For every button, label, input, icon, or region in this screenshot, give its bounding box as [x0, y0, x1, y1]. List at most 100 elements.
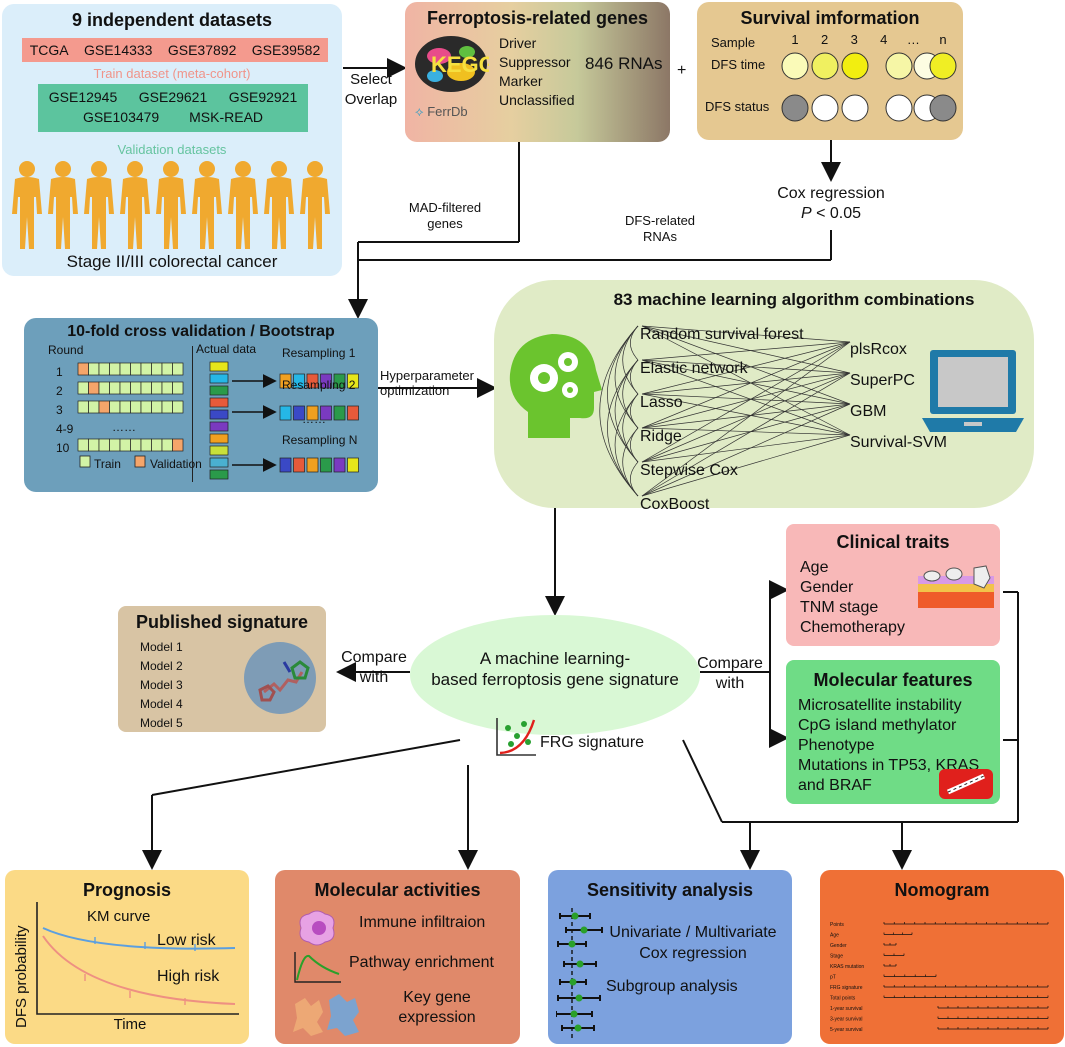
actual-data-cell: [209, 373, 229, 384]
dfs-status-circle: [811, 94, 839, 122]
molecule-icon: [244, 642, 316, 714]
kegg-logo-text: KEGG: [431, 52, 489, 77]
validation-fold: [98, 400, 110, 414]
km-curve-label: KM curve: [87, 908, 151, 925]
nomogram-row-label: Age: [830, 933, 839, 939]
nomogram-row-label: Gender: [830, 943, 847, 949]
dfs-time-circle: [811, 52, 839, 80]
patients-illustration: [12, 161, 330, 249]
nomogram-row-label: 1-year survival: [830, 1006, 863, 1012]
signature-title: A machine learning- based ferroptosis ge…: [431, 649, 679, 689]
prognosis-title: Prognosis: [82, 880, 171, 900]
actual-data-cell: [209, 433, 229, 444]
actual-data-cell: [209, 409, 229, 420]
train-fold: [88, 362, 100, 376]
key-gene-expression-label: Key gene expression: [398, 989, 476, 1026]
train-fold: [98, 381, 110, 395]
actual-data-cell: [209, 385, 229, 396]
train-fold: [119, 438, 131, 452]
immune-infiltration-label: Immune infiltraion: [359, 914, 486, 931]
validation-legend-label: Validation: [150, 457, 202, 471]
dfs-related-label: DFS-related RNAs: [624, 213, 696, 244]
right-algorithm-list: plsRcox SuperPC GBM Survival-SVM: [850, 334, 947, 458]
low-risk-curve: [42, 927, 236, 950]
cox-analysis-label: Univariate / Multivariate Cox regression: [609, 924, 777, 962]
train-dataset-bar: TCGA GSE14333 GSE37892 GSE39582: [22, 38, 328, 62]
train-fold: [151, 362, 163, 376]
train-fold: [98, 438, 110, 452]
resampling-label: Resampling N: [282, 433, 358, 447]
train-fold: [151, 400, 163, 414]
train-fold: [77, 438, 89, 452]
algorithm-label: Stepwise Cox: [640, 462, 738, 479]
subgroup-analysis-label: Subgroup analysis: [606, 978, 738, 995]
nomogram-row-label: FRG signature: [830, 985, 863, 991]
ferrdb-logo: ⟡ FerrDb: [415, 104, 468, 119]
feature-item: Mutations in TP53, KRAS: [798, 757, 980, 774]
forest-point: [576, 960, 584, 968]
algorithm-label: Elastic network: [640, 360, 748, 377]
resampled-cell: [293, 405, 305, 421]
ferroptosis-panel: Ferroptosis-related genes KEGG ⟡ FerrDb …: [405, 2, 670, 142]
prognosis-panel: Prognosis KM curve Low risk High risk DF…: [5, 870, 249, 1044]
validation-dataset-label: Validation datasets: [117, 142, 227, 157]
forest-point: [571, 912, 579, 920]
resampled-cell: [320, 373, 332, 389]
rna-count: 846 RNAs: [585, 54, 663, 73]
compare-with-left: Compare with: [341, 649, 407, 686]
dfs-time-circle: [841, 52, 869, 80]
resampled-cell: [279, 405, 292, 421]
compare-with-right: Compare with: [697, 655, 763, 692]
model-item: Model 4: [140, 697, 183, 711]
clinical-title: Clinical traits: [836, 532, 950, 552]
actual-data-cell: [209, 469, 229, 480]
forest-point: [569, 978, 577, 986]
resampled-cell: [306, 405, 319, 421]
frg-scatter-icon: [496, 718, 536, 756]
clinical-item: TNM stage: [800, 599, 879, 616]
algorithm-label: Survival-SVM: [850, 434, 947, 451]
survival-circles: [781, 52, 957, 122]
plus-sign: +: [677, 62, 687, 79]
resampling-ellipsis: ……: [302, 412, 326, 426]
actual-data-label: Actual data: [196, 342, 257, 356]
train-fold: [109, 438, 121, 452]
train-fold: [109, 362, 121, 376]
molecular-features-title: Molecular features: [813, 670, 973, 690]
y-axis-label: DFS probability: [13, 925, 30, 1028]
model-item: Model 5: [140, 716, 183, 730]
kegg-logo-icon: KEGG: [415, 36, 489, 92]
datasets-panel: 9 independent datasets TCGA GSE14333 GSE…: [2, 4, 342, 276]
laptop-icon: [922, 350, 1024, 432]
survival-panel: Survival imformation Sample DFS time DFS…: [697, 2, 963, 140]
train-fold: [77, 400, 89, 414]
gene-expression-icon: [293, 994, 359, 1036]
train-fold: [119, 362, 131, 376]
validation-fold: [88, 381, 100, 395]
train-fold: [140, 362, 152, 376]
algorithm-label: Random survival forest: [640, 326, 804, 343]
dataset-id: GSE37892: [167, 42, 237, 58]
algorithm-label: Lasso: [640, 394, 683, 411]
train-fold: [130, 438, 142, 452]
high-risk-label: High risk: [157, 968, 220, 985]
train-fold: [140, 400, 152, 414]
feature-item: CpG island methylator: [798, 717, 957, 734]
actual-data-cell: [209, 457, 229, 468]
resampled-cell: [320, 405, 332, 421]
dataset-id: GSE14333: [83, 42, 153, 58]
train-fold: [88, 438, 100, 452]
pathway-enrichment-label: Pathway enrichment: [349, 954, 494, 971]
sensitivity-title: Sensitivity analysis: [586, 880, 754, 900]
nomogram-title: Nomogram: [894, 880, 990, 900]
cox-regression-label: Cox regression P < 0.05: [777, 185, 885, 222]
gene-category-list: Driver Suppressor Marker Unclassified: [499, 34, 574, 110]
dataset-id: GSE12945: [48, 89, 118, 105]
train-fold: [109, 400, 121, 414]
resampled-cell: [347, 373, 359, 389]
ferroptosis-title: Ferroptosis-related genes: [426, 8, 649, 28]
dataset-id: GSE39582: [251, 42, 321, 58]
dfs-time-circle: [885, 52, 913, 80]
